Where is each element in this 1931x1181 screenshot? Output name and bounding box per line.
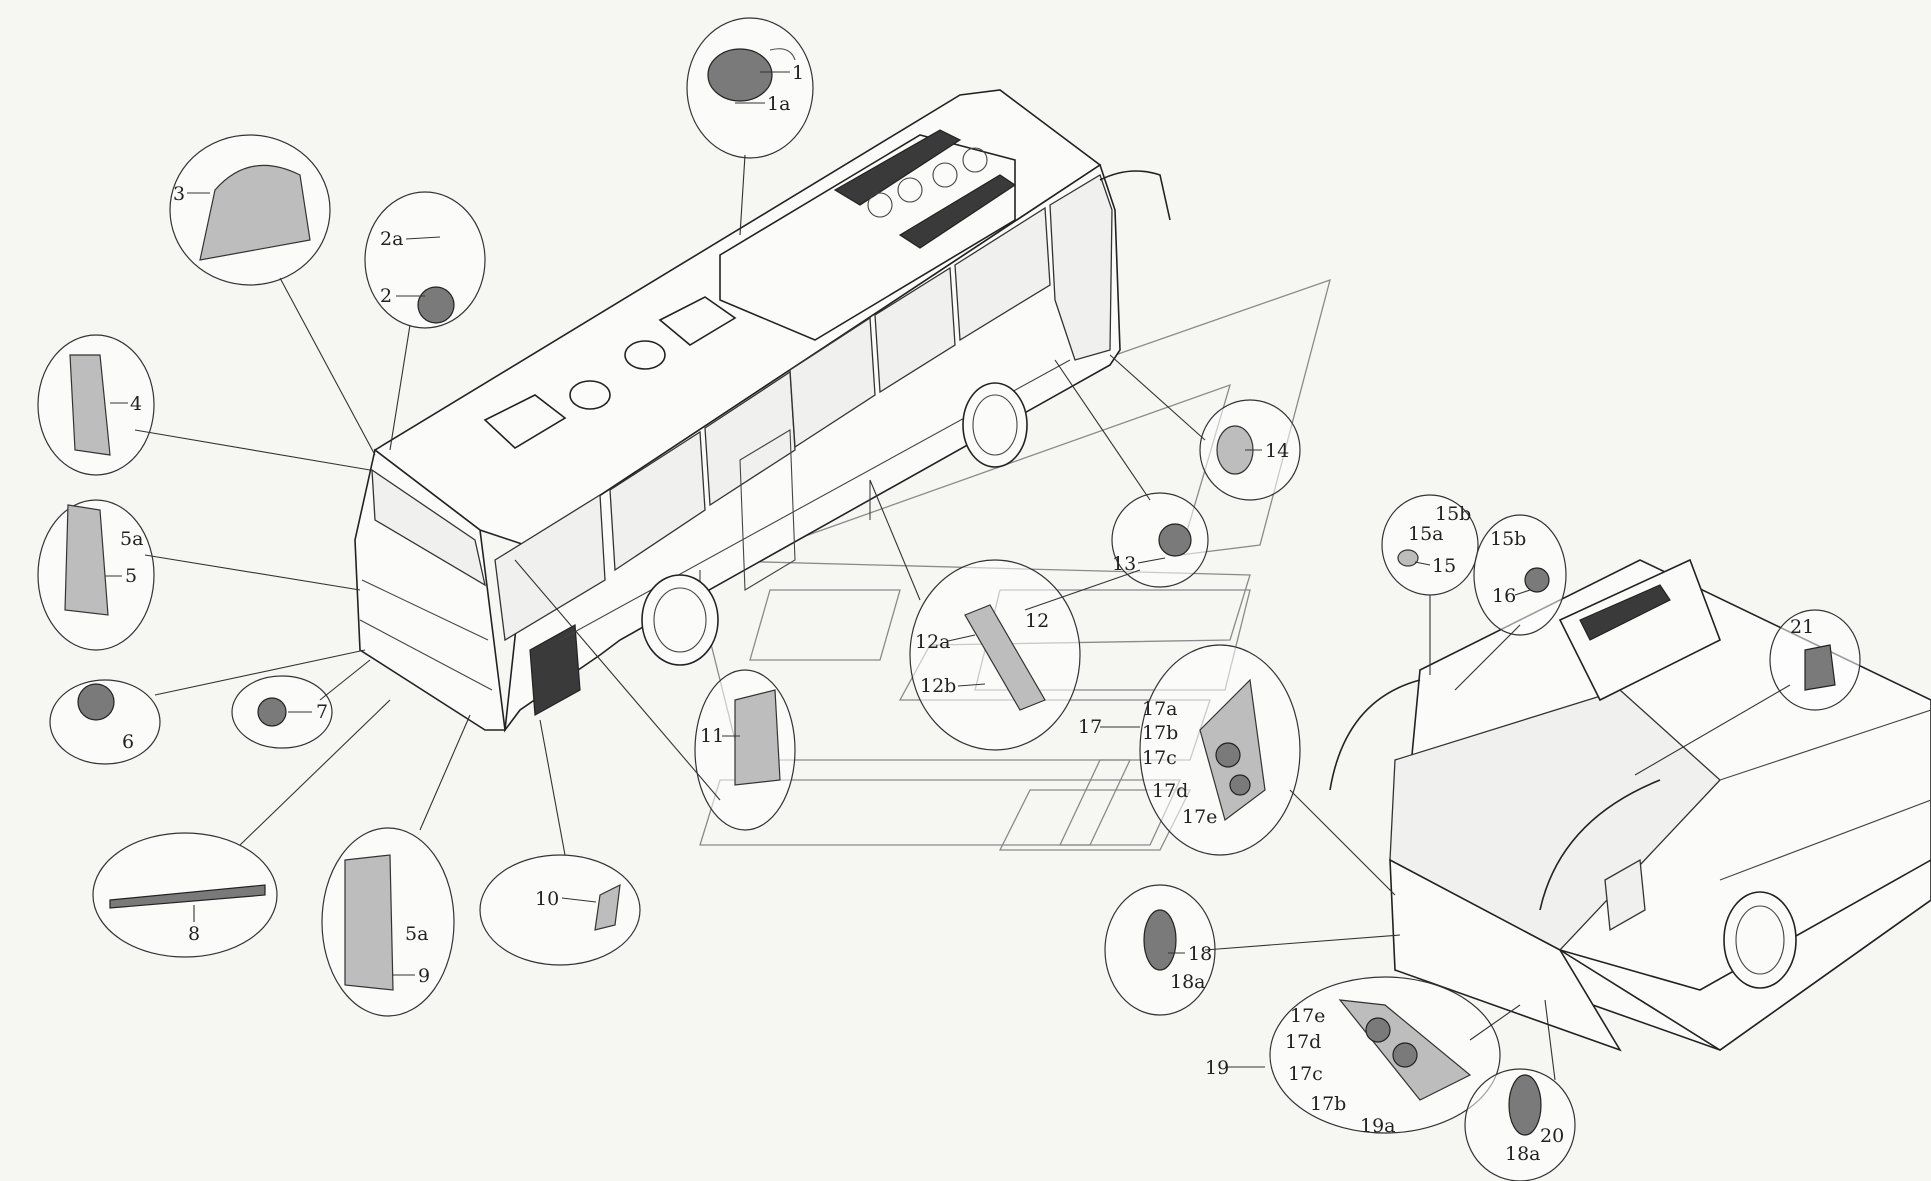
- callout-1a: 1a: [767, 93, 790, 115]
- callout-3: 3: [173, 183, 185, 205]
- callout-12b: 12b: [920, 675, 956, 697]
- callout-7: 7: [316, 701, 328, 723]
- callout-11-left: 11: [700, 725, 724, 747]
- main-bus: [354, 89, 1171, 733]
- callout-2: 2: [380, 285, 392, 307]
- callout-bubbles: [37, 17, 1861, 1181]
- callout-18: 18: [1188, 943, 1212, 965]
- callout-17c-lower: 17c: [1288, 1063, 1323, 1085]
- callout-10: 10: [535, 888, 559, 910]
- callout-13: 13: [1112, 553, 1136, 575]
- callout-8: 8: [188, 923, 200, 945]
- callout-17: 17: [1078, 716, 1102, 738]
- callout-18a-lower: 18a: [1505, 1143, 1541, 1165]
- callout-5a-lower: 5a: [405, 923, 428, 945]
- callout-15b: 15b: [1435, 503, 1471, 525]
- callout-labels: 1 1a 2a 2 3 4 5a 5 6 7 8 9 5a 10 11 14 1…: [105, 62, 1814, 1165]
- callout-17e: 17e: [1182, 806, 1217, 828]
- callout-17b: 17b: [1142, 722, 1178, 744]
- callout-15: 15: [1432, 555, 1456, 577]
- callout-17c: 17c: [1142, 747, 1177, 769]
- callout-12a: 12a: [915, 631, 951, 653]
- callout-15a: 15a: [1408, 523, 1444, 545]
- callout-17a: 17a: [1142, 698, 1178, 720]
- callout-15b-right: 15b: [1490, 528, 1526, 550]
- callout-4: 4: [130, 393, 142, 415]
- callout-19: 19: [1205, 1057, 1229, 1079]
- callout-6: 6: [122, 731, 134, 753]
- callout-18a: 18a: [1170, 971, 1206, 993]
- callout-12: 12: [1025, 610, 1049, 632]
- leader-lines: [134, 154, 1791, 1081]
- callout-17b-lower: 17b: [1310, 1093, 1346, 1115]
- callout-17d: 17d: [1152, 780, 1188, 802]
- callout-9: 9: [418, 965, 430, 987]
- callout-17e-lower: 17e: [1290, 1005, 1325, 1027]
- callout-17d-lower: 17d: [1285, 1031, 1321, 1053]
- callout-1: 1: [792, 62, 804, 84]
- callout-21: 21: [1790, 616, 1814, 638]
- bubble-part-16: [1473, 514, 1567, 636]
- callout-2a: 2a: [380, 228, 403, 250]
- bubble-part-2: [364, 191, 486, 329]
- callout-16: 16: [1492, 585, 1516, 607]
- callout-5: 5: [125, 565, 137, 587]
- callout-20: 20: [1540, 1125, 1564, 1147]
- callout-19a: 19a: [1360, 1115, 1396, 1137]
- callout-5a: 5a: [120, 528, 143, 550]
- callout-14-top: 14: [1265, 440, 1289, 462]
- bubble-part-10: [479, 854, 641, 966]
